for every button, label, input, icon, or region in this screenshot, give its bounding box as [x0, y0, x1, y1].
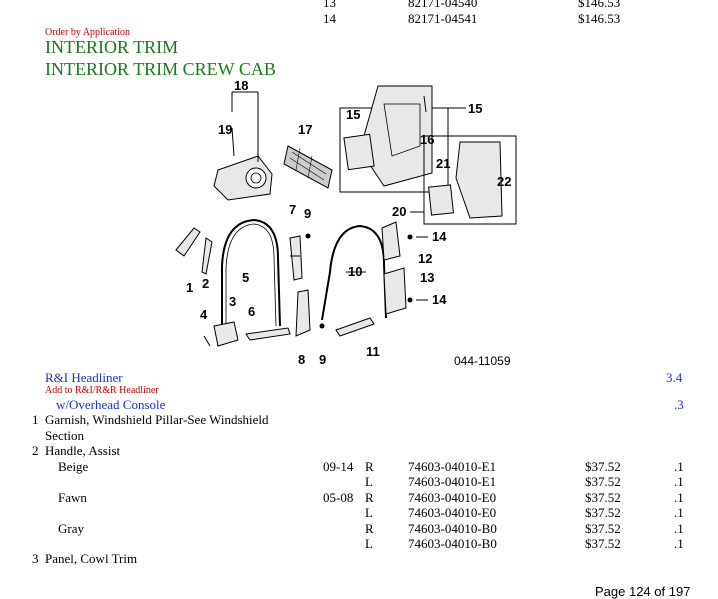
row-side: L: [365, 474, 373, 489]
page-number: Page 124 of 197: [595, 584, 691, 599]
pillar-garnish: [175, 227, 201, 257]
top-row-price: $146.53: [578, 0, 621, 10]
callout-4: 4: [200, 307, 208, 322]
group-box-21: [423, 135, 517, 225]
row-years: 05-08: [323, 490, 354, 505]
section-heading: INTERIOR TRIM: [45, 37, 179, 57]
row-color: Fawn: [58, 490, 87, 505]
row-part-number: 74603-04010-E0: [408, 490, 497, 505]
callout-23: 22: [497, 174, 512, 189]
row-hours: .1: [674, 490, 684, 505]
row-side: L: [365, 536, 373, 551]
section-heading-crew-cab: INTERIOR TRIM CREW CAB: [45, 59, 276, 79]
callout-19: 18: [234, 78, 249, 93]
row-price: $37.52: [585, 474, 621, 489]
callout-20: 19: [218, 122, 233, 137]
labor-headliner-hours: 3.4: [666, 370, 683, 385]
labor-console-label: w/Overhead Console: [56, 397, 166, 412]
callout-9-lower: 9: [319, 352, 327, 367]
callout-22: 21: [436, 156, 451, 171]
row-color: Gray: [58, 521, 84, 536]
row-hours: .1: [674, 536, 684, 551]
row-hours: .1: [674, 505, 684, 520]
callout-17: 16: [420, 132, 435, 147]
callout-2: 2: [202, 276, 210, 291]
panel-22: [428, 184, 454, 216]
center-pillar-upper: [289, 235, 303, 281]
item-description: Panel, Cowl Trim: [45, 551, 138, 566]
row-price: $37.52: [585, 536, 621, 551]
top-row-part: 82171-04541: [408, 11, 478, 26]
row-part-number: 74603-04010-E0: [408, 505, 497, 520]
callout-12: 12: [418, 251, 433, 266]
callout-1: 1: [186, 280, 194, 295]
row-hours: .1: [674, 459, 684, 474]
callout-11: 11: [366, 344, 380, 359]
top-row-item: 14: [323, 11, 336, 26]
callout-15: 15: [468, 101, 483, 116]
rear-panel: [455, 141, 503, 219]
row-side: R: [365, 521, 374, 536]
item-number: 3: [32, 551, 39, 566]
labor-headliner-label: R&I Headliner: [45, 370, 123, 385]
row-color: Beige: [58, 459, 89, 474]
row-side: L: [365, 505, 373, 520]
row-part-number: 74603-04010-E1: [408, 459, 497, 474]
callout-8: 8: [298, 352, 306, 367]
top-row-price: $146.53: [578, 11, 621, 26]
row-price: $37.52: [585, 521, 621, 536]
cowl-trim-panel: [213, 321, 239, 347]
callout-21: 20: [392, 204, 407, 219]
callout-6: 6: [248, 304, 256, 319]
item-description: Garnish, Windshield Pillar-See Windshiel…: [45, 412, 269, 427]
top-row-item: 13: [323, 0, 336, 10]
scuff-plate-front: [245, 327, 291, 341]
row-hours: .1: [674, 521, 684, 536]
diagram-code: 044-11059: [454, 354, 511, 368]
row-years: 09-14: [323, 459, 354, 474]
callout-10: 10: [348, 264, 363, 279]
scuff-plate-rear: [335, 317, 375, 337]
quarter-trim-lower: [383, 267, 407, 315]
parts-diagram-svg: [175, 85, 517, 347]
callout-7: 7: [289, 202, 297, 217]
callout-18: 17: [298, 122, 313, 137]
row-part-number: 74603-04010-E1: [408, 474, 497, 489]
item-description-cont: Section: [45, 428, 84, 443]
row-price: $37.52: [585, 459, 621, 474]
row-part-number: 74603-04010-B0: [408, 536, 497, 551]
row-side: R: [365, 459, 374, 474]
order-note: Order by Application: [45, 27, 130, 38]
row-price: $37.52: [585, 505, 621, 520]
panel-16: [343, 133, 375, 171]
top-row-part: 82171-04540: [408, 0, 478, 10]
row-part-number: 74603-04010-B0: [408, 521, 497, 536]
callout-16: 15: [346, 107, 361, 122]
item-description: Handle, Assist: [45, 443, 121, 458]
row-hours: .1: [674, 474, 684, 489]
callout-9-upper: 9: [304, 206, 312, 221]
cargo-net: [283, 145, 333, 189]
quarter-trim-upper: [381, 221, 401, 261]
center-pillar-lower: [295, 289, 311, 337]
labor-add-note: Add to R&I/R&R Headliner: [45, 385, 159, 396]
row-side: R: [365, 490, 374, 505]
assist-handle: [201, 237, 213, 275]
callout-3: 3: [229, 294, 237, 309]
parts-diagram: 18 19 17 15 16 15 21 22 20 7 9 14 12 10 …: [170, 78, 530, 370]
labor-console-hours: .3: [674, 397, 684, 412]
item-number: 2: [32, 443, 39, 458]
row-price: $37.52: [585, 490, 621, 505]
callout-14-lower: 14: [432, 292, 447, 307]
callout-14-upper: 14: [432, 229, 447, 244]
item-number: 1: [32, 412, 39, 427]
callout-5: 5: [242, 270, 250, 285]
callout-13: 13: [420, 270, 435, 285]
